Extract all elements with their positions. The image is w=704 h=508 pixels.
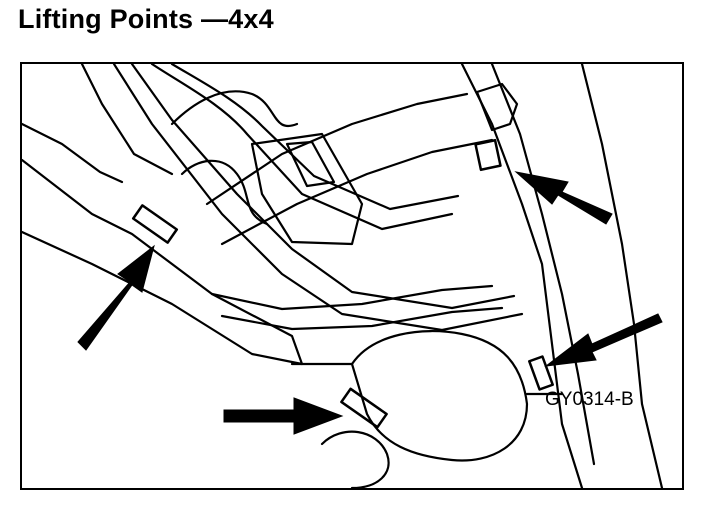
lift-pad-left: [131, 204, 179, 244]
differential-housing: [350, 329, 529, 462]
right-body-edge: [580, 64, 664, 488]
lift-pad-right-front: [528, 355, 554, 391]
page-title: Lifting Points —4x4: [18, 4, 274, 34]
arrow-right-front-point: [544, 313, 663, 367]
left-panel-edge: [22, 122, 124, 184]
arrow-center-point: [223, 397, 344, 435]
right-frame-inner: [490, 64, 596, 466]
right-upper-bracket: [475, 82, 519, 132]
arrow-layer: [77, 171, 663, 435]
arrow-left-point: [77, 244, 155, 351]
axle-tube: [290, 362, 564, 396]
driveshaft-upper: [150, 64, 454, 231]
lower-left-wheel: [320, 430, 390, 488]
figure-id-label: GY0314-B: [545, 389, 634, 410]
crossbar-lower-2: [220, 306, 504, 331]
center-crossmember-bottom: [220, 138, 494, 246]
frame-rail-left: [112, 64, 524, 332]
lift-pad-right-rear: [474, 138, 502, 172]
transfer-case-detail: [285, 140, 336, 188]
undercarriage-illustration: [22, 64, 664, 488]
hose-lower: [180, 159, 269, 226]
left-panel-inner: [80, 64, 174, 176]
right-frame-outer: [460, 64, 584, 488]
driveshaft-lower: [170, 64, 460, 211]
hose-upper: [170, 90, 299, 127]
illustration-frame: [20, 62, 684, 490]
transfer-case-block: [250, 132, 364, 246]
lift-pad-center: [340, 387, 388, 429]
arrow-right-rear-point: [514, 171, 613, 225]
crossbar-lower: [210, 284, 494, 311]
frame-rail-left-inner: [130, 64, 516, 310]
